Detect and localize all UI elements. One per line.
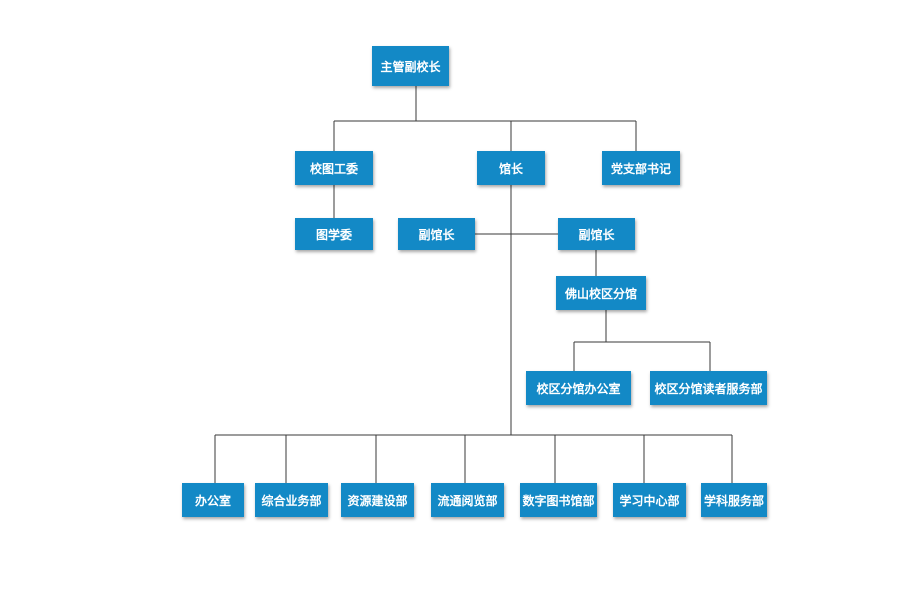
node-school-library-committee: 校图工委	[295, 151, 373, 185]
node-curator: 馆长	[477, 151, 545, 185]
node-department: 学习中心部	[613, 483, 686, 517]
node-deputy-curator-right: 副馆长	[558, 218, 635, 250]
node-foshan-branch: 佛山校区分馆	[556, 276, 646, 310]
node-department: 办公室	[182, 483, 244, 517]
node-department: 流通阅览部	[431, 483, 504, 517]
node-party-secretary: 党支部书记	[602, 151, 680, 185]
node-library-learning-committee: 图学委	[295, 218, 373, 250]
node-department: 综合业务部	[255, 483, 328, 517]
node-deputy-curator-left: 副馆长	[398, 218, 475, 250]
node-department: 数字图书馆部	[520, 483, 597, 517]
node-top-vice-president: 主管副校长	[372, 46, 449, 86]
node-branch-office: 校区分馆办公室	[526, 371, 631, 405]
node-department: 资源建设部	[341, 483, 414, 517]
node-department: 学科服务部	[701, 483, 767, 517]
node-branch-reader-services: 校区分馆读者服务部	[650, 371, 767, 405]
